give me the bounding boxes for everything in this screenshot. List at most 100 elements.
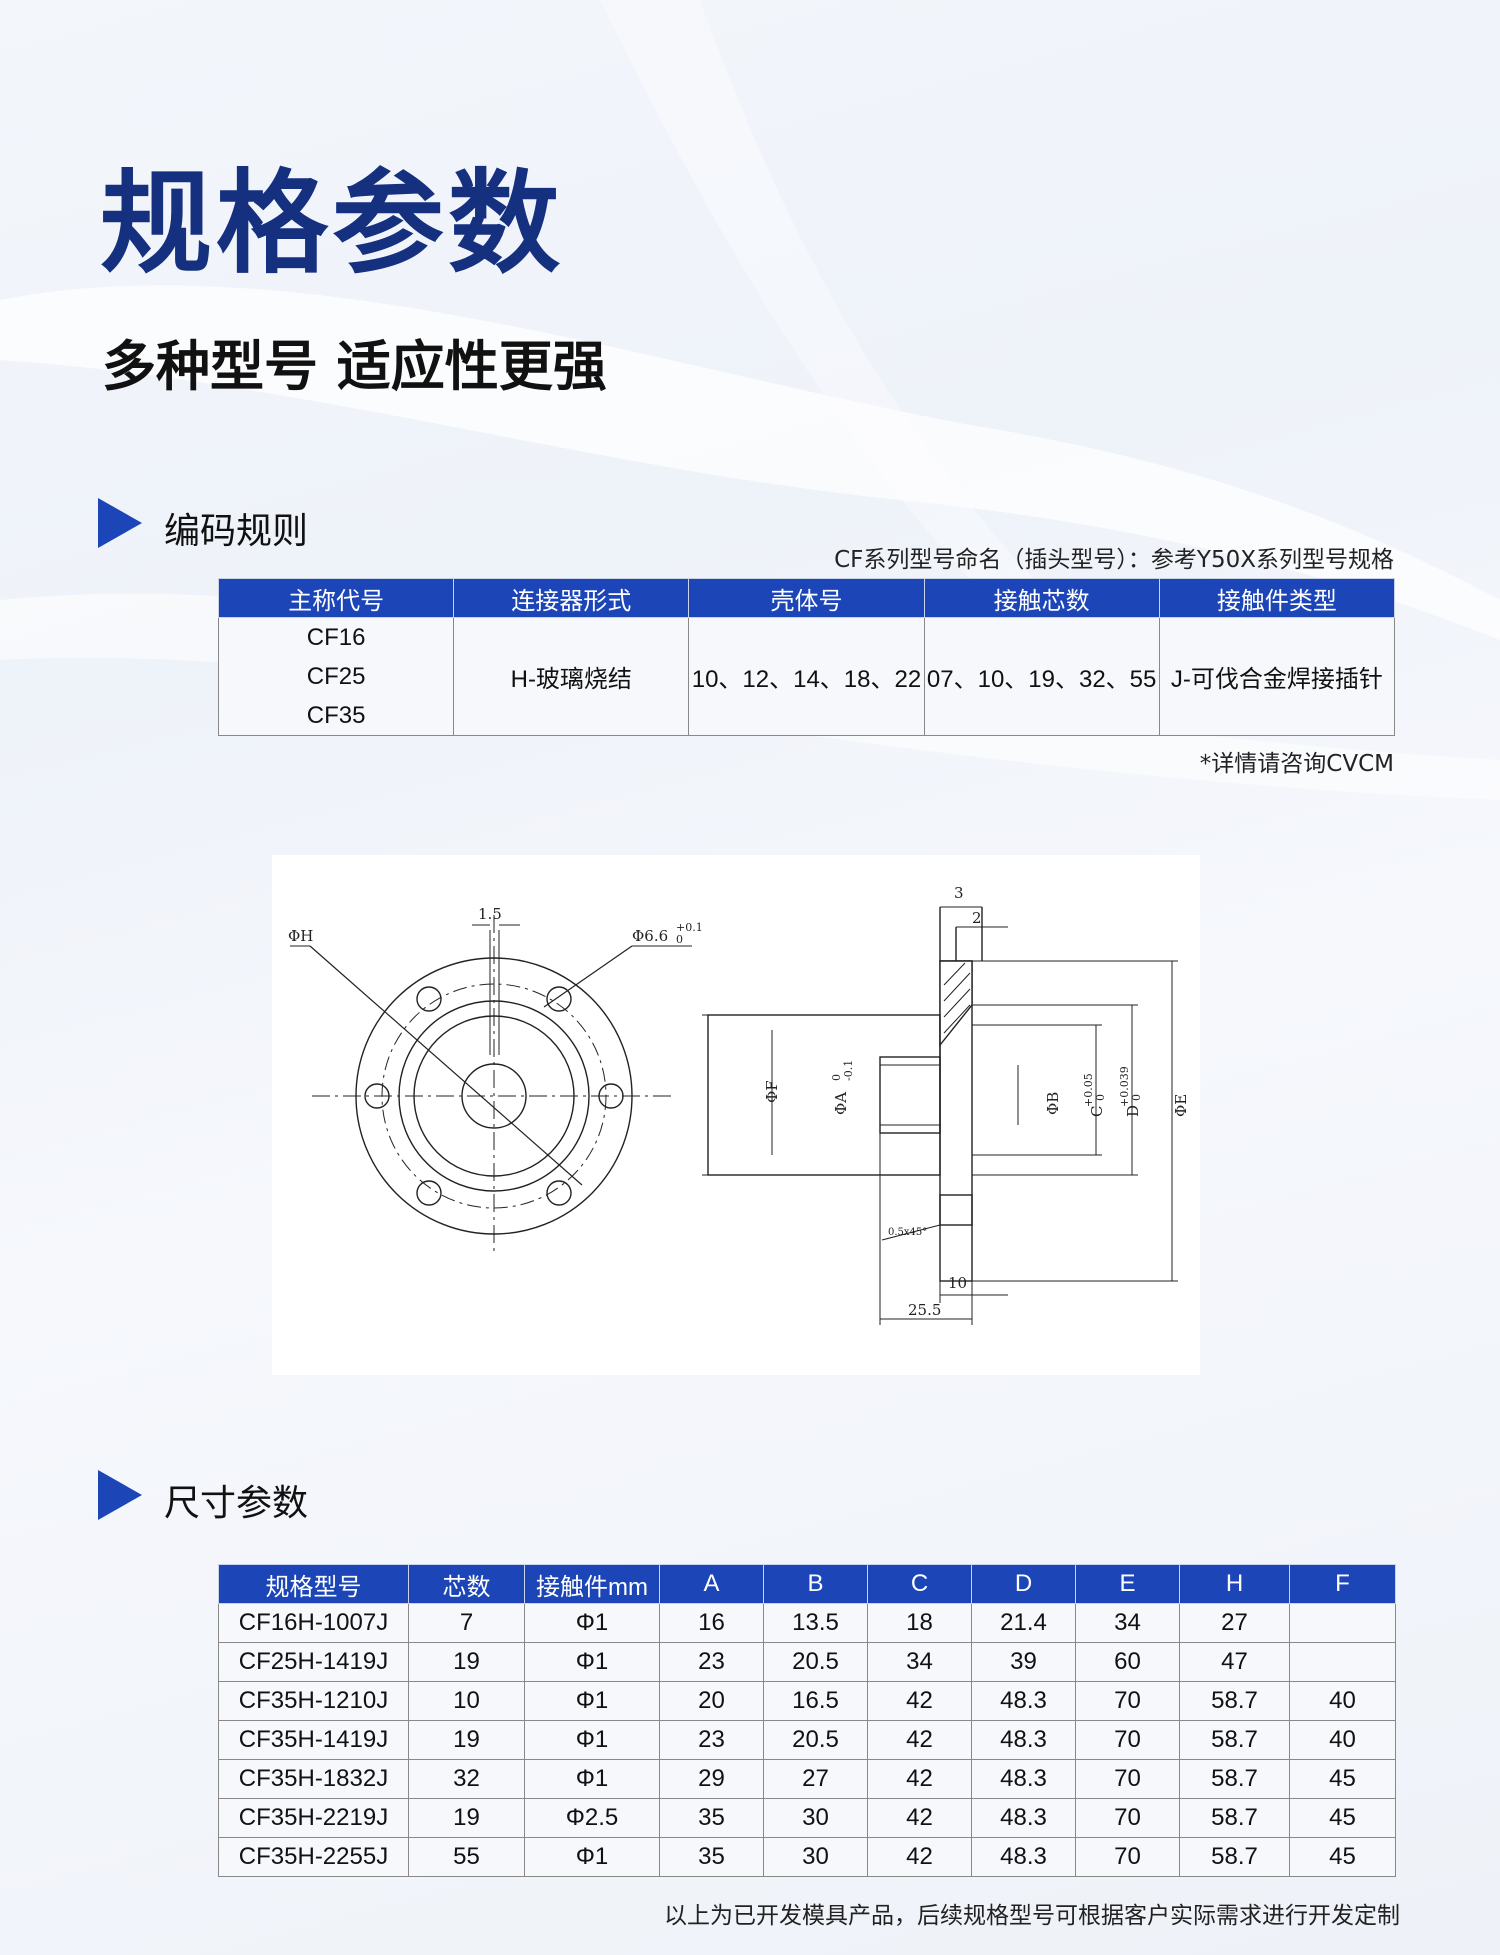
h-cell: 58.7 [1179, 1681, 1290, 1721]
label-hole: Φ6.6 [632, 927, 668, 945]
e-cell: 34 [1075, 1603, 1180, 1643]
h-cell: 47 [1179, 1642, 1290, 1682]
cores-cell: 7 [408, 1603, 525, 1643]
table-row: CF35H-1832J 32 Φ1 29 27 42 48.3 70 58.7 … [218, 1759, 1396, 1799]
label-chamfer: 0.5x45° [888, 1227, 927, 1238]
d-cell: 48.3 [971, 1720, 1076, 1760]
label-d-tol: +0.039 [1118, 1066, 1131, 1107]
col-shell-size: 壳体号 [688, 578, 925, 618]
label-phi-h: ΦH [288, 927, 313, 945]
col-main-code: 主称代号 [217, 578, 455, 618]
main-code-cf25: CF25 [306, 663, 366, 690]
f-cell [1289, 1642, 1396, 1682]
d-cell: 48.3 [971, 1837, 1076, 1877]
label-c-tol: +0.05 [1082, 1073, 1095, 1107]
contact-cell: Φ1 [524, 1642, 660, 1682]
b-cell: 13.5 [763, 1603, 868, 1643]
front-view [290, 915, 692, 1255]
d-cell: 21.4 [971, 1603, 1076, 1643]
f-cell: 45 [1289, 1798, 1396, 1838]
label-dim-10: 10 [948, 1274, 967, 1292]
model-cell: CF35H-1419J [218, 1720, 409, 1760]
c-cell: 42 [867, 1759, 972, 1799]
dimension-table-header: 规格型号 芯数 接触件mm A B C D E H F [218, 1564, 1396, 1604]
cores-cell: 32 [408, 1759, 525, 1799]
col-connector-form: 连接器形式 [453, 578, 690, 618]
c-cell: 18 [867, 1603, 972, 1643]
model-cell: CF25H-1419J [218, 1642, 409, 1682]
e-cell: 70 [1075, 1720, 1180, 1760]
label-d-tol0: 0 [1130, 1094, 1143, 1101]
a-cell: 23 [659, 1720, 764, 1760]
contact-type-cell: J-可伐合金焊接插针 [1158, 617, 1396, 736]
main-code-cf16: CF16 [306, 624, 366, 651]
label-hole-tol0: 0 [676, 933, 683, 946]
cores-cell: 19 [408, 1642, 525, 1682]
label-c: C [1088, 1106, 1106, 1117]
e-cell: 70 [1075, 1798, 1180, 1838]
b-cell: 20.5 [763, 1720, 868, 1760]
a-cell: 20 [659, 1681, 764, 1721]
contact-cell: Φ1 [524, 1603, 660, 1643]
triangle-bullet-icon [98, 1470, 142, 1520]
technical-drawing: ΦH 1.5 Φ6.6 +0.1 0 [272, 855, 1200, 1375]
label-d: D [1124, 1105, 1142, 1117]
label-c-tol0: 0 [1094, 1094, 1107, 1101]
col-f: F [1289, 1564, 1396, 1604]
d-cell: 48.3 [971, 1798, 1076, 1838]
f-cell: 45 [1289, 1759, 1396, 1799]
e-cell: 70 [1075, 1759, 1180, 1799]
col-b: B [763, 1564, 868, 1604]
cores-cell: 19 [408, 1798, 525, 1838]
b-cell: 30 [763, 1798, 868, 1838]
page-title: 规格参数 [100, 159, 564, 289]
d-cell: 39 [971, 1642, 1076, 1682]
cores-cell: 10 [408, 1681, 525, 1721]
contact-count-cell: 07、10、19、32、55 [923, 617, 1160, 736]
side-view [702, 906, 1178, 1325]
label-hole-tol: +0.1 [676, 921, 703, 934]
f-cell [1289, 1603, 1396, 1643]
label-phi-a-tol2: -0.1 [842, 1060, 855, 1081]
dimension-table: 规格型号 芯数 接触件mm A B C D E H F CF16H-1007J … [218, 1564, 1396, 1877]
label-phi-b: ΦB [1044, 1092, 1062, 1115]
model-cell: CF35H-2219J [218, 1798, 409, 1838]
contact-cell: Φ1 [524, 1681, 660, 1721]
f-cell: 40 [1289, 1720, 1396, 1760]
connector-form-cell: H-玻璃烧结 [453, 617, 690, 736]
col-h: H [1179, 1564, 1290, 1604]
label-dim-1-5: 1.5 [478, 905, 502, 923]
table-row: CF35H-2219J 19 Φ2.5 35 30 42 48.3 70 58.… [218, 1798, 1396, 1838]
a-cell: 23 [659, 1642, 764, 1682]
a-cell: 16 [659, 1603, 764, 1643]
c-cell: 34 [867, 1642, 972, 1682]
d-cell: 48.3 [971, 1759, 1076, 1799]
cores-cell: 55 [408, 1837, 525, 1877]
table-row: CF35H-1210J 10 Φ1 20 16.5 42 48.3 70 58.… [218, 1681, 1396, 1721]
main-code-cf35: CF35 [306, 702, 366, 729]
h-cell: 27 [1179, 1603, 1290, 1643]
table-row: CF35H-2255J 55 Φ1 35 30 42 48.3 70 58.7 … [218, 1837, 1396, 1877]
f-cell: 40 [1289, 1681, 1396, 1721]
consult-note: *详情请咨询CVCM [1199, 751, 1394, 777]
label-phi-a: ΦA [832, 1092, 850, 1115]
e-cell: 60 [1075, 1642, 1180, 1682]
c-cell: 42 [867, 1720, 972, 1760]
footnote: 以上为已开发模具产品，后续规格型号可根据客户实际需求进行开发定制 [664, 1903, 1400, 1929]
main-code-cell: CF16 CF25 CF35 [217, 617, 455, 736]
triangle-bullet-icon [98, 498, 142, 548]
page-subtitle: 多种型号 适应性更强 [102, 335, 607, 398]
coding-section-title: 编码规则 [164, 511, 309, 552]
table-row: CF16H-1007J 7 Φ1 16 13.5 18 21.4 34 27 [218, 1603, 1396, 1643]
table-row: CF25H-1419J 19 Φ1 23 20.5 34 39 60 47 [218, 1642, 1396, 1682]
contact-cell: Φ2.5 [524, 1798, 660, 1838]
col-model: 规格型号 [218, 1564, 409, 1604]
a-cell: 35 [659, 1837, 764, 1877]
label-dim-25-5: 25.5 [908, 1301, 941, 1319]
label-phi-f: ΦF [763, 1080, 781, 1103]
col-contact-mm: 接触件mm [524, 1564, 660, 1604]
a-cell: 29 [659, 1759, 764, 1799]
c-cell: 42 [867, 1837, 972, 1877]
coding-table-header: 主称代号 连接器形式 壳体号 接触芯数 接触件类型 [217, 578, 1396, 618]
dimension-section-title: 尺寸参数 [164, 1483, 309, 1524]
